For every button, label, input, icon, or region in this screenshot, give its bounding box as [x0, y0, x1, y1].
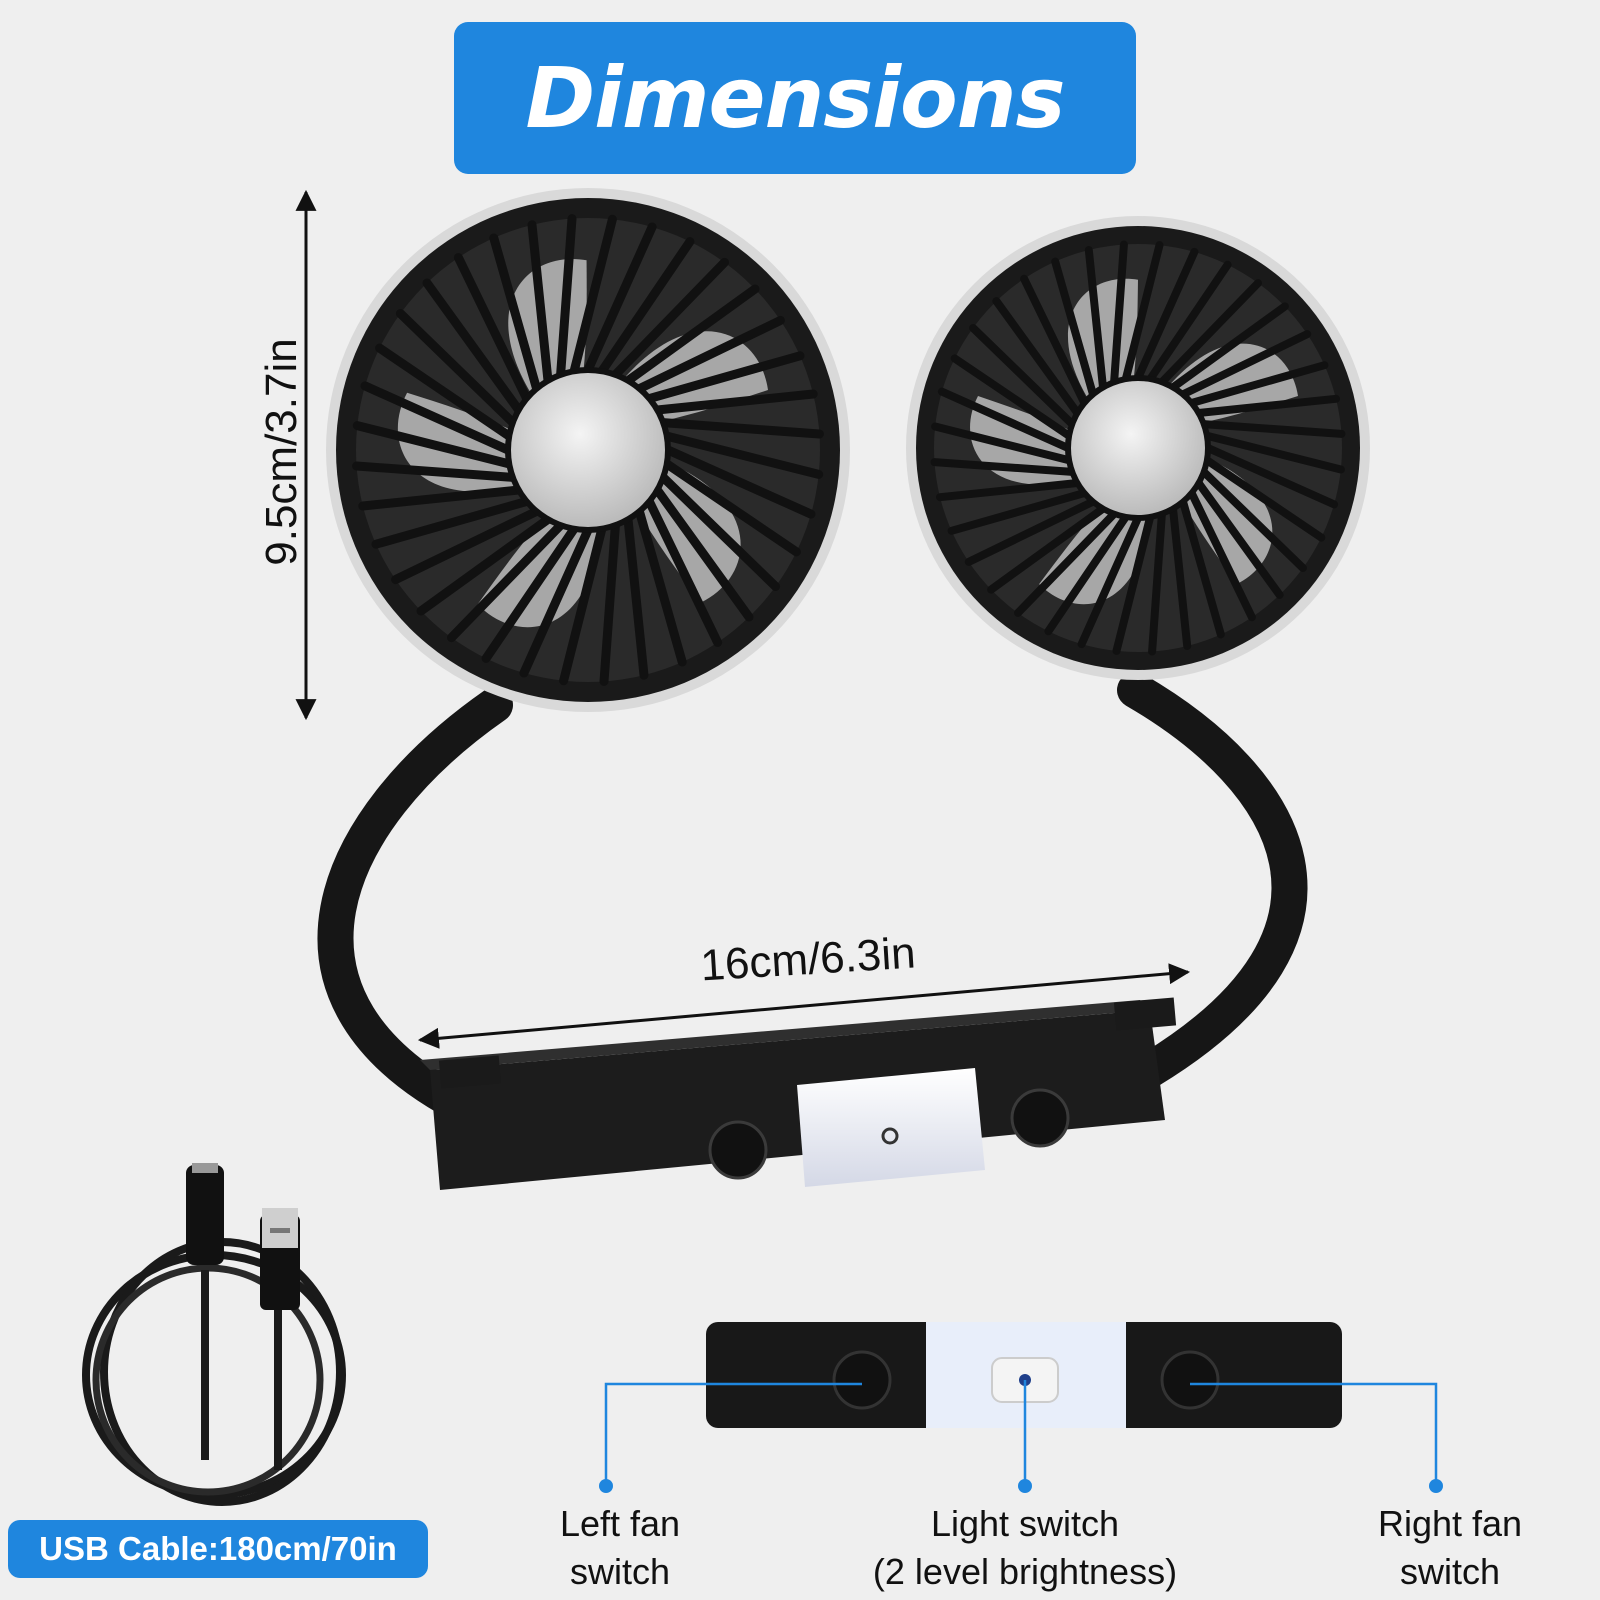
fan-spoke	[1194, 394, 1340, 417]
fan-spoke	[1134, 247, 1199, 382]
fan-spoke	[1148, 509, 1166, 656]
fan-spoke	[1014, 509, 1119, 617]
fan-spoke	[1194, 479, 1284, 599]
control-base	[420, 997, 1177, 1190]
right-fan-icon	[906, 216, 1370, 680]
fan-spoke	[1044, 512, 1130, 636]
power-button-icon	[1010, 1088, 1070, 1148]
fan-spoke	[964, 497, 1097, 566]
fan-spoke	[947, 489, 1089, 535]
fan-spoke	[375, 343, 514, 441]
fan-spoke	[658, 472, 781, 591]
fan-spoke	[416, 514, 553, 616]
fan-spoke	[583, 222, 657, 375]
fan-spoke	[1187, 361, 1329, 407]
fan-spoke	[662, 431, 824, 479]
fan-spoke	[352, 421, 514, 469]
fan-spoke	[652, 389, 818, 415]
fan-spoke	[652, 485, 754, 622]
left-fan-icon	[326, 188, 850, 712]
right-fan-switch-label: Right fan switch	[1377, 1503, 1523, 1592]
fan-spoke	[527, 220, 553, 386]
light-icon	[881, 1127, 899, 1145]
fan-spoke	[489, 233, 542, 394]
fan-spoke	[481, 524, 579, 663]
fan-spoke	[1051, 257, 1097, 399]
fan-spoke	[644, 496, 723, 647]
fan-spoke	[1202, 456, 1326, 542]
fan-spoke	[519, 525, 593, 678]
fan-spoke	[1169, 302, 1289, 392]
fan-spoke	[663, 445, 816, 519]
fan-spoke	[930, 458, 1077, 476]
fan-spoke	[391, 506, 542, 585]
fan-spoke	[559, 524, 607, 686]
fan-spoke	[623, 284, 760, 386]
title-banner: Dimensions	[454, 22, 1136, 174]
fan-spoke	[360, 381, 513, 455]
fan-spoke	[969, 324, 1077, 429]
fan-spoke	[422, 278, 524, 415]
fan-spoke	[610, 257, 729, 380]
fan-spoke	[1146, 260, 1232, 384]
fan-spoke	[556, 214, 577, 380]
left-gooseneck	[317, 687, 513, 1128]
usb-cable-badge: USB Cable:180cm/70in	[8, 1520, 428, 1578]
fan-spoke	[1121, 241, 1164, 384]
page-title: Dimensions	[525, 49, 1065, 147]
fan-spoke	[599, 520, 620, 686]
fan-spoke	[658, 418, 824, 439]
fan-spoke	[453, 253, 532, 404]
fan-spoke	[597, 237, 695, 376]
fan-spoke	[1202, 431, 1345, 474]
right-fan-callout-line	[1190, 1382, 1438, 1484]
fan-spoke	[1179, 497, 1225, 639]
fan-spoke	[931, 422, 1074, 465]
fan-spoke	[937, 387, 1072, 452]
fan-spoke	[1179, 330, 1312, 399]
fan-spoke	[644, 351, 805, 404]
fan-spoke	[352, 461, 518, 482]
left-fan-callout-line	[604, 1382, 862, 1484]
light-switch-label: Light switch (2 level brightness)	[872, 1503, 1178, 1592]
fan-spoke	[358, 485, 524, 511]
fan-spoke	[1077, 514, 1142, 649]
fan-spoke	[1204, 444, 1339, 509]
fan-spoke	[1084, 246, 1107, 392]
left-fan-switch-label: Left fan switch	[559, 1503, 681, 1592]
fan-spoke	[1187, 489, 1256, 622]
right-gooseneck	[1117, 672, 1308, 1088]
fan-spoke	[395, 309, 518, 428]
fan-spoke	[1199, 467, 1307, 572]
height-label: 9.5cm/3.7in	[257, 338, 306, 566]
fan-spoke	[1157, 279, 1262, 387]
fan-spoke	[371, 496, 532, 549]
fan-spoke	[447, 520, 566, 643]
fan-spoke	[950, 354, 1074, 440]
fan-spoke	[634, 506, 687, 667]
fan-spoke	[992, 297, 1082, 417]
fan-spoke	[1112, 512, 1155, 655]
power-button-icon	[1160, 1350, 1220, 1410]
fan-spoke	[987, 504, 1107, 594]
fan-spoke	[1199, 420, 1346, 438]
power-button-icon	[708, 1120, 768, 1180]
fan-spoke	[634, 315, 785, 394]
fan-spoke	[623, 514, 649, 680]
fan-spoke	[1110, 240, 1128, 387]
width-arrow	[417, 963, 1191, 1049]
fan-spoke	[1020, 274, 1089, 407]
fan-spoke	[1169, 504, 1192, 650]
power-button-icon	[832, 1350, 892, 1410]
fan-spoke	[662, 459, 801, 557]
fan-spoke	[569, 214, 617, 376]
usb-cable-icon	[82, 1163, 346, 1506]
fan-spoke	[936, 479, 1082, 502]
